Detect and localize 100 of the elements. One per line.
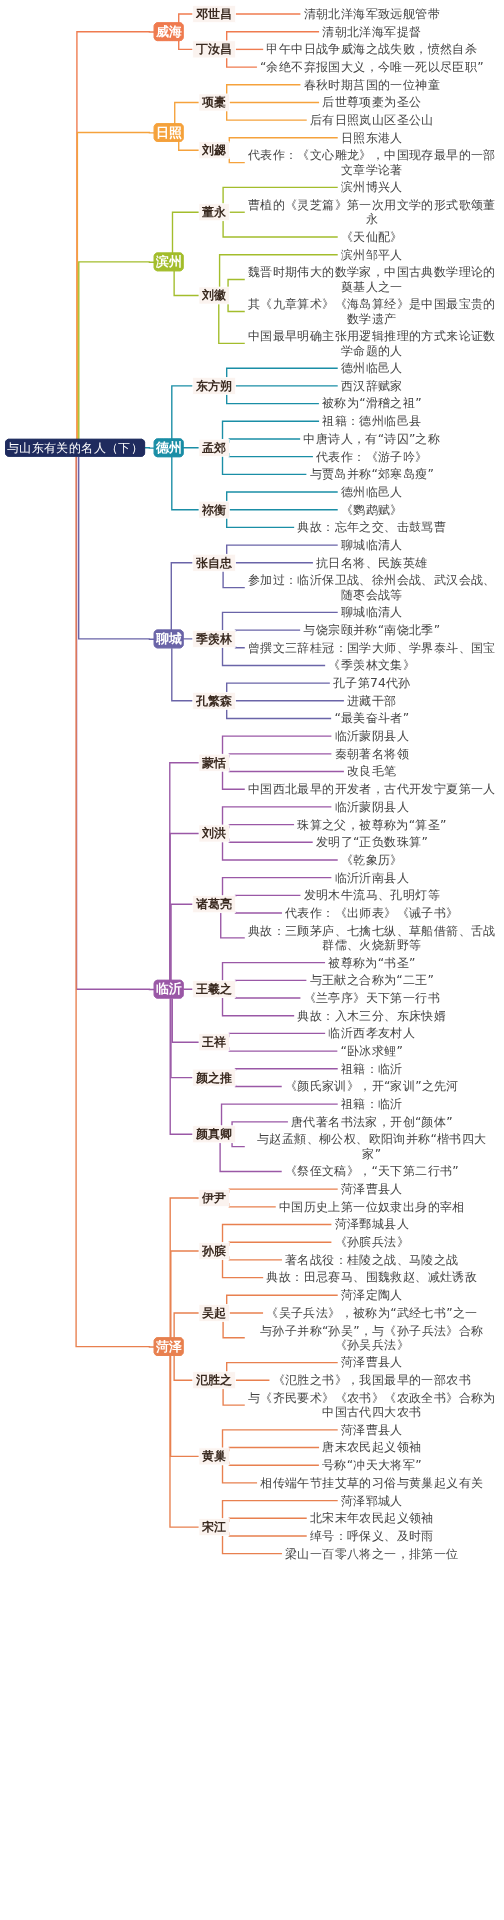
node-text: 典故：三顾茅庐、七擒七纵、草船借箭、舌战群儒、火烧新野等 [247,922,496,952]
node-text: 菏泽郓城人 [340,1492,403,1508]
connector [228,509,339,511]
node-text: 《氾胜之书》，我国最早的一部农书 [272,1372,471,1387]
connector [220,1103,339,1127]
node-text: 魏晋时期伟大的数学家，中国古典数学理论的奠基人之一 [247,264,496,294]
connector [170,997,194,1079]
node-text: “最美奋斗者” [334,710,410,726]
node-text: 甲午中日战争威海之战失败，愤然自杀 [266,41,478,57]
connector [171,997,200,1043]
connector [221,1499,339,1520]
node-text: 被称为“滑稽之祖” [322,395,422,411]
connector [234,1084,283,1088]
connector [171,456,200,511]
connector [228,1312,265,1314]
node-box [192,895,236,914]
connector [234,1379,271,1381]
connector [178,141,200,151]
node-text: 与赵孟頫、柳公权、欧阳询并称“楷书四大家” [257,1131,487,1161]
connector [170,562,194,632]
node-box [198,500,230,519]
node-text: 曾撰文三辞桂冠：国学大师、学界泰斗、国宝 [247,639,496,655]
connector [234,894,302,898]
connector [226,84,302,95]
node-text: 《吴子兵法》，被称为“武经七书”之一 [266,1305,478,1320]
connector [226,110,308,121]
node-text: 改良毛笔 [347,763,397,779]
node-text: 发明了“正负数珠算” [315,834,428,849]
connector [76,31,156,441]
node-text: 菏泽曹县人 [340,1181,403,1196]
node-text: 曹植的《灵芝篇》第一次用文学的形式歌颂董永 [247,197,496,227]
node-text: 临沂蒙阴县人 [334,728,409,743]
connector [222,570,246,589]
node-text: 典故：田忌赛马、围魏救赵、减灶诱敌 [266,1269,478,1285]
node-text: 与《齐民要术》《农书》《农政全书》合称为中国古代四大农书 [247,1390,496,1419]
node-text: 《季羡林文集》 [328,657,416,673]
node-text: 临沂西孝友村人 [328,1025,416,1041]
connector [182,638,194,640]
connector [226,367,339,379]
connector [144,447,156,449]
node-text: 清朝北洋海军致远舰管带 [303,6,440,21]
node-text: 菏泽定陶人 [340,1287,403,1302]
connector [76,131,156,441]
node-text: 其《九章算术》《海岛算经》是中国最宝贵的数学遗产 [247,296,496,326]
connector [226,491,339,502]
connector [221,806,333,826]
node-text: 《孙膑兵法》 [334,1234,409,1249]
node-text: 发明木牛流马、孔明灯等 [303,887,440,903]
node-text: 清朝北洋海军提督 [322,23,422,39]
node-text: 典故：忘年之交、击鼓骂曹 [297,519,447,535]
node-text: 被尊称为“书圣” [328,954,416,970]
node-text: 珠算之父，被尊称为“算圣” [297,816,447,832]
connector [221,1258,265,1279]
connector [228,137,339,144]
node-text: 祖籍：德州临邑县 [322,413,422,428]
node-text: 滨州博兴人 [340,179,403,195]
connector [221,1429,339,1449]
node-text: 《天仙配》 [340,229,403,244]
node-box [198,1518,230,1536]
connector [234,1068,339,1072]
connector [171,211,200,254]
node-text: “余绝不弃报国大义，今唯一死以尽臣职” [260,59,484,74]
connector [78,455,156,640]
connector [221,420,321,440]
node-box [198,438,230,457]
node-box [192,40,236,59]
connector [226,544,339,555]
connector [78,261,156,441]
node-text: 唐代著名书法家，开创“颜体” [291,1114,453,1129]
connector [169,1355,200,1528]
connector [226,517,296,529]
connector [222,1388,246,1406]
connector [221,1464,259,1484]
node-text: 孔子第74代孙 [332,675,411,690]
node-text: 号称“冲天大将军” [322,1457,422,1472]
node-text: 滨州邹平人 [340,246,403,262]
node-text: “卧冰求鲤” [340,1043,404,1058]
node-box [198,1242,230,1260]
connector [226,1294,339,1306]
node-text: 相传端午节挂艾草的习俗与黄巢起义有关 [260,1475,484,1490]
connector [227,303,246,313]
connector [169,1355,200,1458]
node-box [198,1447,230,1466]
connector [231,1121,289,1127]
connector [222,220,339,238]
node-box [192,5,236,23]
node-text: 德州临邑人 [340,360,403,375]
node-text: 进藏干部 [347,693,397,708]
node-text: 与贾岛并称“郊寒岛瘦” [309,466,434,481]
node-text: 菏泽鄄城县人 [334,1216,409,1232]
node-box [198,141,230,160]
node-text: 典故：入木三分、东床快婿 [297,1007,447,1023]
node-text: 《颜氏家训》，开“家训”之先河 [284,1078,459,1094]
connector [226,708,333,720]
connector [221,455,308,475]
connector [173,270,200,297]
node-text: 后有日照岚山区圣公山 [309,112,434,127]
connector [171,385,194,440]
connector [234,48,265,51]
node-text: 《祭侄文稿》，“天下第二行书” [284,1163,459,1179]
